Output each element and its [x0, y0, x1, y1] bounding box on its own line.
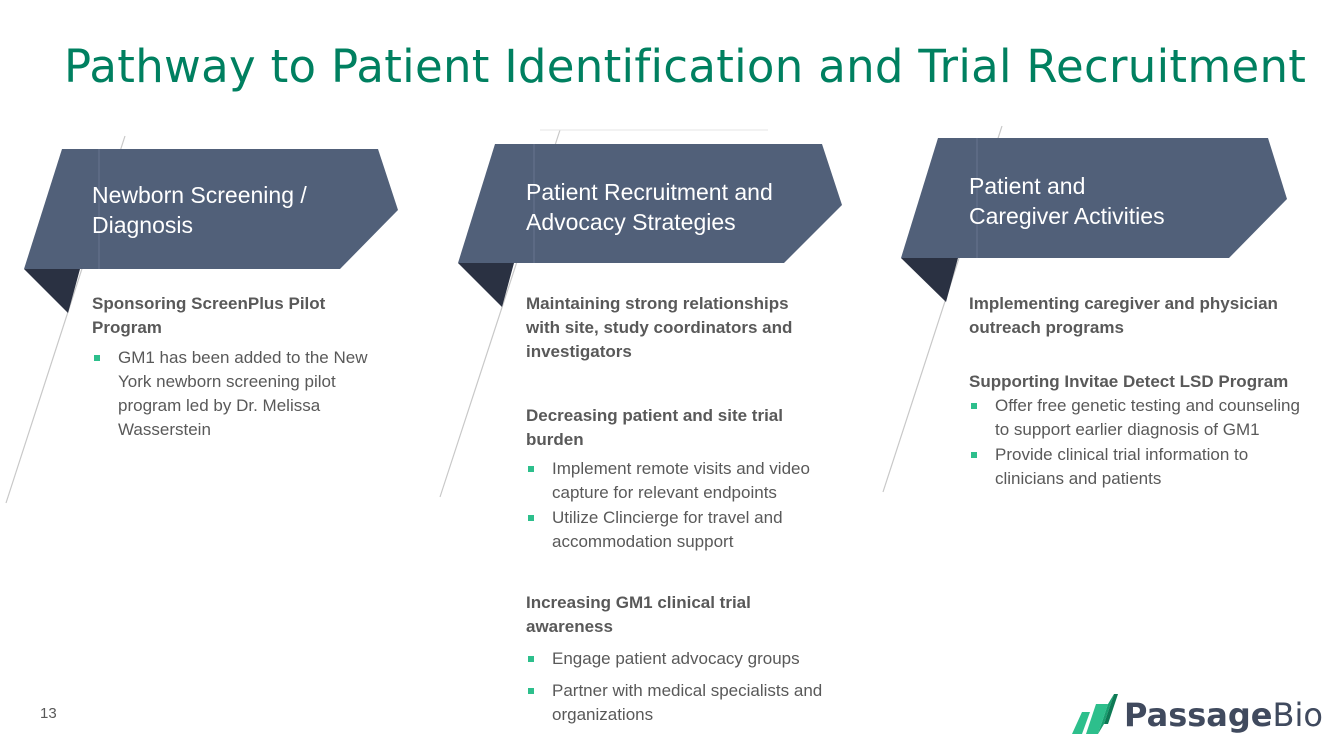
bullet-item: Utilize Clincierge for travel and accomm… [526, 506, 866, 554]
section-heading: Supporting Invitae Detect LSD Program [969, 372, 1289, 391]
bullet-square-icon [528, 515, 534, 521]
banner-fold-2 [458, 263, 514, 307]
banner-arrow-3 [901, 138, 1287, 258]
logo-wordmark: PassageBio [1124, 696, 1323, 734]
banner-arrow-2 [458, 144, 842, 263]
bullet-square-icon [971, 403, 977, 409]
section-relationships: Maintaining strong relationships with si… [526, 292, 866, 364]
banner-fold-3 [901, 258, 958, 302]
bullet-list: Engage patient advocacy groups Partner w… [526, 647, 866, 727]
bullet-square-icon [528, 656, 534, 662]
banner-label-newborn-screening: Newborn Screening / Diagnosis [92, 182, 307, 238]
bullet-item: Provide clinical trial information to cl… [969, 443, 1329, 491]
bullet-square-icon [528, 688, 534, 694]
section-screenplus: Sponsoring ScreenPlus Pilot Program GM1 … [92, 292, 412, 442]
slide-title: Pathway to Patient Identification and Tr… [64, 40, 1307, 93]
banner-label-patient-recruitment: Patient Recruitment and Advocacy Strateg… [526, 179, 773, 235]
banner-fold-1 [24, 269, 80, 313]
bullet-item: GM1 has been added to the New York newbo… [92, 346, 412, 442]
bullet-list: Implement remote visits and video captur… [526, 457, 866, 554]
passage-bio-logo: PassageBio [1072, 694, 1323, 736]
bullet-square-icon [971, 452, 977, 458]
page-number: 13 [40, 705, 57, 722]
section-heading: Decreasing patient and site trial burden [526, 406, 783, 449]
section-heading: Maintaining strong relationships with si… [526, 294, 793, 361]
section-heading: Implementing caregiver and physician out… [969, 294, 1278, 337]
section-heading: Increasing GM1 clinical trial awareness [526, 593, 751, 636]
bullet-item: Engage patient advocacy groups [526, 647, 866, 671]
bullet-item: Offer free genetic testing and counselin… [969, 394, 1329, 442]
section-trial-awareness: Increasing GM1 clinical trial awareness … [526, 591, 866, 727]
section-invitae: Supporting Invitae Detect LSD Program Of… [969, 370, 1329, 491]
bullet-square-icon [94, 355, 100, 361]
bullet-list: GM1 has been added to the New York newbo… [92, 346, 412, 442]
bullet-item: Implement remote visits and video captur… [526, 457, 866, 505]
banner-arrow-1 [24, 149, 398, 269]
section-outreach: Implementing caregiver and physician out… [969, 292, 1329, 340]
banner-label-caregiver-activities: Patient and Caregiver Activities [969, 173, 1165, 229]
bullet-list: Offer free genetic testing and counselin… [969, 394, 1329, 491]
bullet-item: Partner with medical specialists and org… [526, 679, 866, 727]
section-heading: Sponsoring ScreenPlus Pilot Program [92, 294, 326, 337]
section-trial-burden: Decreasing patient and site trial burden… [526, 404, 866, 554]
bullet-square-icon [528, 466, 534, 472]
passage-bio-logo-mark-icon [1072, 694, 1118, 734]
